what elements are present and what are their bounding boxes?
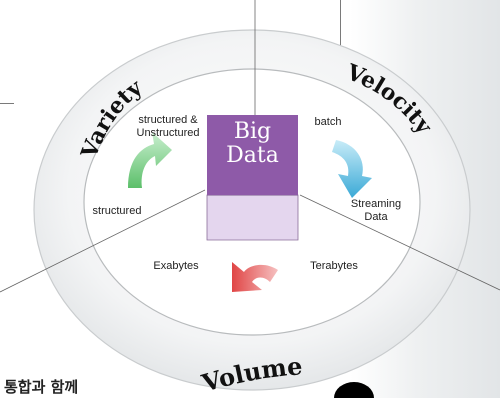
bottom-korean-text: 통합과 함께 — [4, 378, 79, 396]
cube-top-face — [207, 115, 298, 195]
cube-front-face — [206, 194, 299, 241]
volume-to-label: Exabytes — [153, 260, 199, 272]
variety-to-label-line2: Unstructured — [137, 127, 200, 139]
divider-line-left — [0, 189, 206, 293]
velocity-to-label-line1: Streaming — [351, 198, 401, 210]
variety-arrow — [128, 132, 172, 188]
volume-from-label: Terabytes — [310, 260, 358, 272]
velocity-to-label-line2: Data — [364, 211, 388, 223]
frame-line-horizontal — [0, 103, 14, 104]
variety-to-label-line1: structured & — [138, 114, 198, 126]
big-data-line1: Big — [233, 119, 272, 144]
frame-line-vertical — [340, 0, 341, 62]
volume-arrow — [232, 262, 278, 292]
velocity-from-label: batch — [315, 116, 342, 128]
marker-dot — [334, 382, 374, 398]
variety-from-label: structured — [93, 205, 142, 217]
big-data-line2: Data — [226, 143, 279, 168]
divider-line-right — [299, 194, 500, 291]
big-data-title: Big Data — [207, 120, 298, 168]
velocity-arrow — [332, 140, 372, 198]
